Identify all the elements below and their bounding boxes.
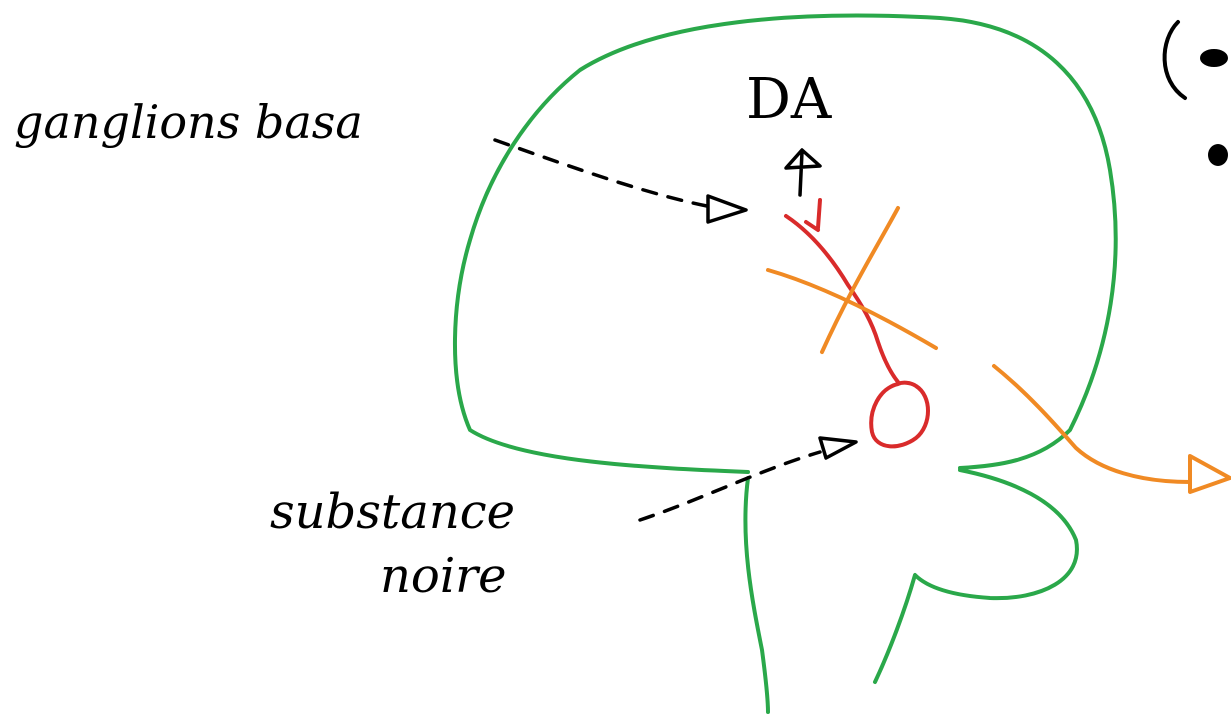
substance-label-line1: substance [270,484,515,540]
cross-stroke-2 [766,268,938,350]
dopamine-neuron-soma [869,380,930,449]
partial-bracket-mark [1162,20,1187,100]
dopamine-neuron-terminal [804,198,822,232]
ganglia-arrowhead [706,194,748,224]
da-up-arrow [784,148,822,197]
cerebellum-outline [873,468,1079,684]
ganglia-dashed-arrow [493,138,714,209]
substance-arrowhead [818,436,858,460]
cross-stroke-1 [820,206,900,354]
partial-dot-mark-1 [1200,49,1228,67]
brain-outline [452,13,1118,474]
substance-label-line2: noire [380,548,507,604]
ganglia-label: ganglions basa [14,95,363,149]
output-arrowhead [1188,454,1231,494]
partial-dot-mark-2 [1208,144,1228,166]
output-arrow-line [992,364,1192,484]
da-label: DA [746,67,832,132]
brainstem-left [743,476,770,714]
substance-dashed-arrow [638,450,822,522]
